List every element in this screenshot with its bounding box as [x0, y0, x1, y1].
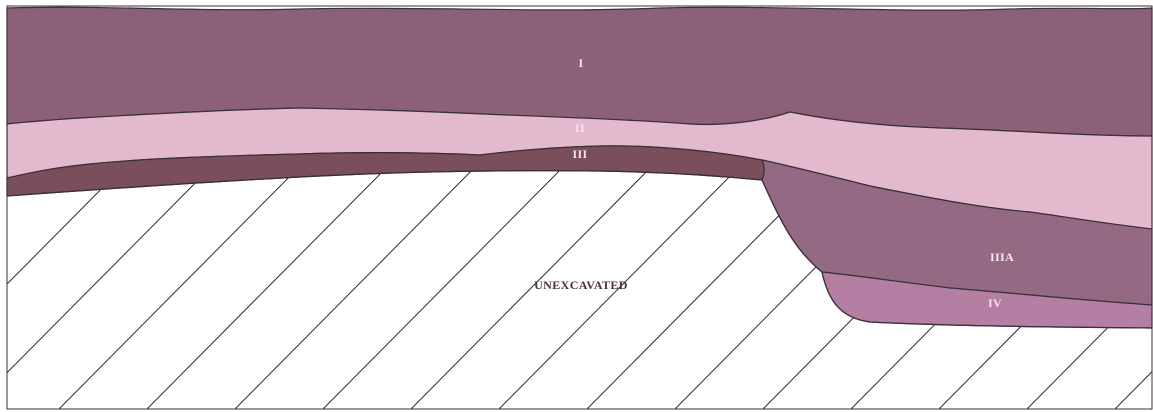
hatch-line: [144, 150, 404, 412]
layer-iii-label: III: [573, 147, 588, 161]
layer-i-label: I: [579, 56, 584, 70]
layer-iv-label: IV: [988, 296, 1002, 310]
unexcavated-label: UNEXCAVATED: [534, 278, 628, 292]
hatch-line: [232, 150, 492, 412]
layer-ii-label: II: [575, 121, 585, 135]
layer-iiia-label: IIIA: [990, 250, 1014, 264]
